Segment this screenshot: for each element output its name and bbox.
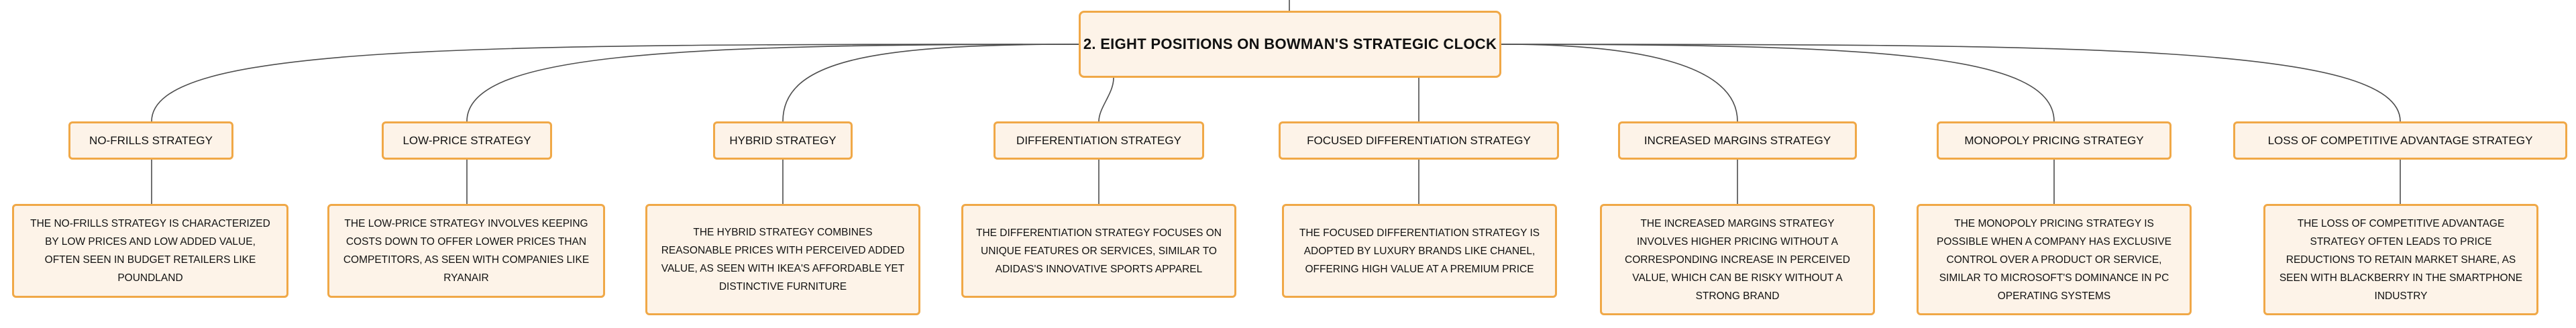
desc-increased-margins-strategy[interactable]: THE INCREASED MARGINS STRATEGY INVOLVES … (1600, 204, 1875, 315)
connector-hybrid (782, 44, 1079, 122)
node-differentiation-strategy[interactable]: DIFFERENTIATION STRATEGY (994, 121, 1204, 160)
node-loss-of-competitive-advantage-strategy[interactable]: LOSS OF COMPETITIVE ADVANTAGE STRATEGY (2233, 121, 2567, 160)
node-focused-differentiation-strategy[interactable]: FOCUSED DIFFERENTIATION STRATEGY (1279, 121, 1559, 160)
connector-differentiation (1098, 77, 1114, 122)
desc-focused-differentiation-strategy[interactable]: THE FOCUSED DIFFERENTIATION STRATEGY IS … (1282, 204, 1557, 298)
node-no-frills-strategy[interactable]: NO-FRILLS STRATEGY (68, 121, 233, 160)
desc-differentiation-strategy[interactable]: THE DIFFERENTIATION STRATEGY FOCUSES ON … (961, 204, 1236, 298)
root-title[interactable]: 2. EIGHT POSITIONS ON BOWMAN'S STRATEGIC… (1079, 11, 1501, 78)
desc-hybrid-strategy[interactable]: THE HYBRID STRATEGY COMBINES REASONABLE … (645, 204, 920, 315)
desc-monopoly-pricing-strategy[interactable]: THE MONOPOLY PRICING STRATEGY IS POSSIBL… (1917, 204, 2192, 315)
connector-loss-of-advantage (1501, 44, 2401, 122)
node-hybrid-strategy[interactable]: HYBRID STRATEGY (713, 121, 853, 160)
node-monopoly-pricing-strategy[interactable]: MONOPOLY PRICING STRATEGY (1937, 121, 2171, 160)
connector-increased-margins (1501, 44, 1738, 122)
node-increased-margins-strategy[interactable]: INCREASED MARGINS STRATEGY (1618, 121, 1857, 160)
desc-no-frills-strategy[interactable]: THE NO-FRILLS STRATEGY IS CHARACTERIZED … (12, 204, 288, 298)
connector-monopoly-pricing (1501, 44, 2055, 122)
node-low-price-strategy[interactable]: LOW-PRICE STRATEGY (382, 121, 552, 160)
desc-loss-of-competitive-advantage-strategy[interactable]: THE LOSS OF COMPETITIVE ADVANTAGE STRATE… (2263, 204, 2538, 315)
connector-low-price (466, 44, 1079, 122)
connector-no-frills (151, 44, 1079, 122)
desc-low-price-strategy[interactable]: THE LOW-PRICE STRATEGY INVOLVES KEEPING … (327, 204, 605, 298)
